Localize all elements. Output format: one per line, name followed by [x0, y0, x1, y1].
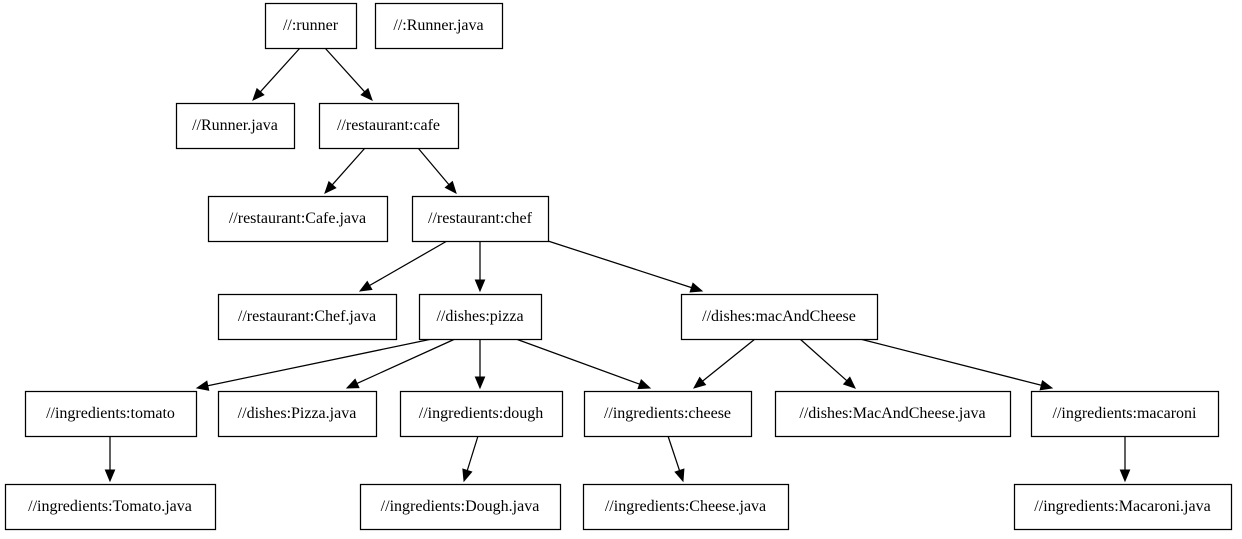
- graph-node-cheese[interactable]: //ingredients:cheese: [583, 390, 753, 438]
- node-label: //dishes:pizza: [436, 308, 523, 325]
- graph-edge: [195, 338, 433, 391]
- node-box[interactable]: [411, 195, 550, 243]
- node-label: //:Runner.java: [393, 17, 483, 34]
- graph-edge: [1119, 436, 1131, 483]
- edge-arrowhead-icon: [195, 380, 210, 391]
- graph-node-chef_java[interactable]: //restaurant:Chef.java: [217, 293, 398, 341]
- graph-node-cafe_java[interactable]: //restaurant:Cafe.java: [207, 195, 389, 243]
- edge-arrowhead-icon: [474, 279, 486, 293]
- edge-arrowhead-icon: [637, 379, 652, 390]
- graph-edge: [104, 436, 116, 483]
- node-box[interactable]: [680, 293, 879, 341]
- graph-edge: [547, 240, 704, 293]
- graph-node-macaroni[interactable]: //ingredients:macaroni: [1030, 390, 1220, 438]
- node-box[interactable]: [207, 195, 389, 243]
- node-box[interactable]: [374, 2, 504, 50]
- node-label: //ingredients:dough: [419, 405, 543, 422]
- edge-arrowhead-icon: [358, 280, 373, 292]
- node-box[interactable]: [264, 2, 358, 50]
- node-box[interactable]: [217, 293, 398, 341]
- node-label: //ingredients:Macaroni.java: [1034, 498, 1210, 515]
- graph-edge: [799, 338, 856, 389]
- graph-edge: [474, 241, 486, 293]
- graph-nodes-layer: //:runner //:Runner.java //Runner.java //re…: [4, 2, 1233, 531]
- graph-edges-layer: [104, 47, 1131, 483]
- edge-arrowhead-icon: [104, 469, 116, 483]
- graph-edge: [345, 338, 456, 389]
- graph-node-mac_and_cheese[interactable]: //dishes:macAndCheese: [680, 293, 879, 341]
- graph-node-pizza[interactable]: //dishes:pizza: [418, 293, 543, 341]
- node-box[interactable]: [217, 390, 378, 438]
- edge-arrowhead-icon: [444, 180, 457, 194]
- edge-arrowhead-icon: [1119, 469, 1131, 483]
- node-label: //ingredients:cheese: [604, 405, 731, 422]
- graph-node-runner_java_root[interactable]: //:Runner.java: [374, 2, 504, 50]
- graph-edge: [515, 338, 652, 390]
- node-box[interactable]: [24, 390, 198, 438]
- graph-edge: [692, 338, 756, 389]
- node-box[interactable]: [318, 102, 460, 150]
- node-label: //dishes:macAndCheese: [702, 308, 856, 325]
- node-box[interactable]: [175, 102, 296, 150]
- node-label: //ingredients:Dough.java: [381, 498, 540, 515]
- node-box[interactable]: [418, 293, 543, 341]
- graph-edge: [252, 47, 301, 101]
- graph-node-runner[interactable]: //:runner: [264, 2, 358, 50]
- edge-arrowhead-icon: [252, 87, 265, 101]
- graph-edge: [474, 339, 486, 390]
- node-box[interactable]: [774, 390, 1012, 438]
- graph-edge: [462, 435, 479, 483]
- graph-node-chef[interactable]: //restaurant:chef: [411, 195, 550, 243]
- node-label: //restaurant:Cafe.java: [229, 210, 366, 227]
- graph-node-dough[interactable]: //ingredients:dough: [399, 390, 564, 438]
- node-label: //ingredients:Tomato.java: [28, 498, 192, 515]
- graph-node-pizza_java[interactable]: //dishes:Pizza.java: [217, 390, 378, 438]
- edge-arrowhead-icon: [462, 468, 473, 483]
- node-box[interactable]: [359, 483, 562, 531]
- edge-arrowhead-icon: [674, 468, 685, 483]
- graph-node-mac_and_cheese_java[interactable]: //dishes:MacAndCheese.java: [774, 390, 1012, 438]
- node-box[interactable]: [399, 390, 564, 438]
- edge-arrowhead-icon: [689, 282, 704, 293]
- graph-node-dough_java[interactable]: //ingredients:Dough.java: [359, 483, 562, 531]
- node-label: //:runner: [283, 17, 339, 34]
- edge-arrowhead-icon: [324, 180, 337, 194]
- graph-node-runner_java[interactable]: //Runner.java: [175, 102, 296, 150]
- node-box[interactable]: [582, 483, 790, 531]
- edge-arrowhead-icon: [360, 87, 373, 101]
- graph-edge: [324, 147, 366, 194]
- node-label: //restaurant:Chef.java: [238, 308, 376, 325]
- node-box[interactable]: [1030, 390, 1220, 438]
- edge-arrowhead-icon: [474, 376, 486, 390]
- graph-node-macaroni_java[interactable]: //ingredients:Macaroni.java: [1013, 483, 1233, 531]
- node-box[interactable]: [4, 483, 217, 531]
- graph-edge: [417, 147, 457, 194]
- edge-arrowhead-icon: [692, 376, 707, 389]
- graph-node-cheese_java[interactable]: //ingredients:Cheese.java: [582, 483, 790, 531]
- node-label: //restaurant:cafe: [337, 117, 440, 134]
- graph-edge: [859, 338, 1054, 391]
- graph-edge: [324, 47, 373, 101]
- node-label: //Runner.java: [192, 117, 278, 134]
- edge-arrowhead-icon: [1039, 379, 1054, 391]
- node-label: //dishes:Pizza.java: [238, 405, 357, 422]
- node-label: //restaurant:chef: [428, 210, 533, 227]
- node-label: //dishes:MacAndCheese.java: [799, 405, 985, 422]
- edge-arrowhead-icon: [842, 376, 856, 389]
- node-label: //ingredients:tomato: [46, 405, 175, 422]
- edge-arrowhead-icon: [345, 378, 360, 389]
- node-box[interactable]: [583, 390, 753, 438]
- node-label: //ingredients:Cheese.java: [605, 498, 766, 515]
- node-box[interactable]: [1013, 483, 1233, 531]
- graph-node-tomato_java[interactable]: //ingredients:Tomato.java: [4, 483, 217, 531]
- graph-edge: [358, 240, 448, 292]
- graph-node-tomato[interactable]: //ingredients:tomato: [24, 390, 198, 438]
- graph-edge: [667, 435, 685, 483]
- graph-node-cafe[interactable]: //restaurant:cafe: [318, 102, 460, 150]
- node-label: //ingredients:macaroni: [1053, 405, 1198, 422]
